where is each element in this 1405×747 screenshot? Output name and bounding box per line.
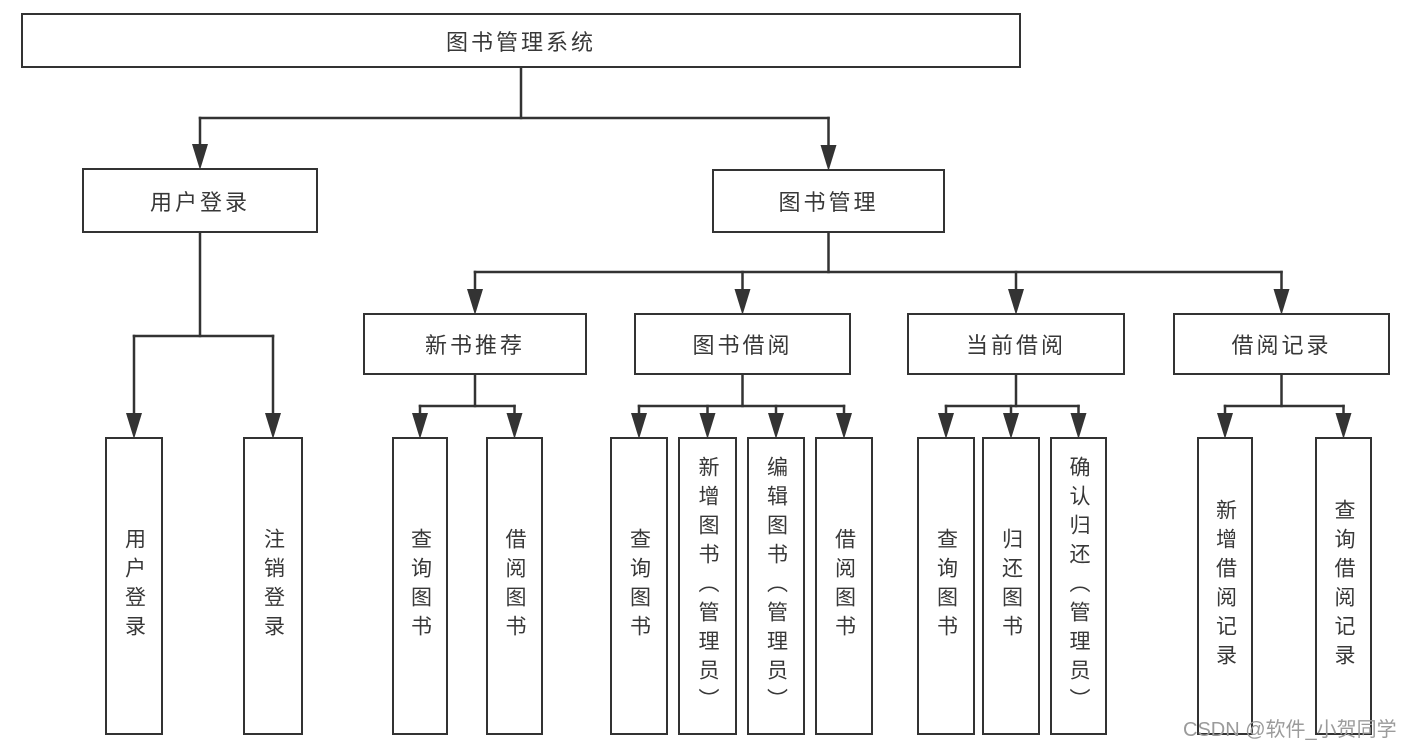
arrowhead-icon	[1070, 413, 1087, 439]
box-add-books-admin-leaf: 新增图书（管理员）	[678, 437, 737, 735]
label-borrow-books-leaf-2: 借阅图书	[832, 528, 856, 644]
arrowhead-icon	[1003, 413, 1019, 439]
label-borrowing-records: 借阅记录	[1231, 333, 1332, 358]
box-user-login-leaf: 用户登录	[105, 437, 163, 735]
arrowhead-icon	[192, 144, 208, 170]
box-logout-leaf: 注销登录	[243, 437, 303, 735]
arrowhead-icon	[820, 145, 837, 171]
box-borrow-books-leaf-2: 借阅图书	[815, 437, 873, 735]
arrowhead-icon	[1335, 413, 1352, 439]
label-query-books-leaf-3: 查询图书	[934, 528, 958, 644]
box-confirm-return-admin-leaf: 确认归还（管理员）	[1050, 437, 1107, 735]
arrowhead-icon	[734, 289, 751, 315]
label-book-borrowing: 图书借阅	[692, 333, 793, 358]
arrowhead-icon	[467, 289, 483, 315]
label-current-borrowing: 当前借阅	[965, 333, 1066, 358]
label-add-books-admin-leaf: 新增图书（管理员）	[696, 455, 719, 717]
label-borrow-books-leaf-1: 借阅图书	[503, 528, 526, 644]
arrowhead-icon	[1217, 413, 1233, 439]
box-library-management-system: 图书管理系统	[21, 13, 1021, 68]
label-add-borrow-record-leaf: 新增借阅记录	[1213, 499, 1237, 673]
label-user-login-leaf: 用户登录	[122, 528, 146, 644]
box-edit-books-admin-leaf: 编辑图书（管理员）	[747, 437, 805, 735]
label-edit-books-admin-leaf: 编辑图书（管理员）	[764, 455, 788, 717]
label-library-management-system: 图书管理系统	[445, 29, 596, 55]
box-user-login: 用户登录	[82, 168, 318, 233]
label-user-login: 用户登录	[149, 189, 250, 215]
box-return-books-leaf: 归还图书	[982, 437, 1040, 735]
box-query-books-leaf-1: 查询图书	[392, 437, 448, 735]
arrowhead-icon	[412, 413, 428, 439]
box-add-borrow-record-leaf: 新增借阅记录	[1197, 437, 1253, 735]
box-query-borrow-record-leaf: 查询借阅记录	[1315, 437, 1372, 735]
label-book-management: 图书管理	[778, 190, 879, 215]
label-return-books-leaf: 归还图书	[999, 528, 1023, 644]
arrowhead-icon	[1273, 289, 1290, 315]
arrowhead-icon	[631, 413, 647, 439]
label-new-book-recommendation: 新书推荐	[424, 333, 525, 358]
arrowhead-icon	[938, 413, 954, 439]
box-query-books-leaf-3: 查询图书	[917, 437, 975, 735]
label-logout-leaf: 注销登录	[261, 528, 285, 644]
box-query-books-leaf-2: 查询图书	[610, 437, 668, 735]
arrowhead-icon	[699, 413, 716, 439]
arrowhead-icon	[1008, 289, 1024, 315]
box-book-management: 图书管理	[712, 169, 945, 233]
box-new-book-recommendation: 新书推荐	[363, 313, 587, 375]
arrowhead-icon	[836, 413, 852, 439]
arrowhead-icon	[265, 413, 281, 439]
label-query-books-leaf-2: 查询图书	[627, 528, 651, 644]
label-query-books-leaf-1: 查询图书	[408, 528, 432, 644]
box-current-borrowing: 当前借阅	[907, 313, 1125, 375]
box-book-borrowing: 图书借阅	[634, 313, 851, 375]
label-query-borrow-record-leaf: 查询借阅记录	[1332, 499, 1355, 673]
box-borrow-books-leaf-1: 借阅图书	[486, 437, 543, 735]
arrowhead-icon	[126, 413, 142, 439]
csdn-watermark: CSDN @软件_小贺同学	[1183, 719, 1397, 741]
label-confirm-return-admin-leaf: 确认归还（管理员）	[1067, 455, 1090, 717]
box-borrowing-records: 借阅记录	[1173, 313, 1390, 375]
arrowhead-icon	[506, 413, 523, 439]
arrowhead-icon	[768, 413, 784, 439]
